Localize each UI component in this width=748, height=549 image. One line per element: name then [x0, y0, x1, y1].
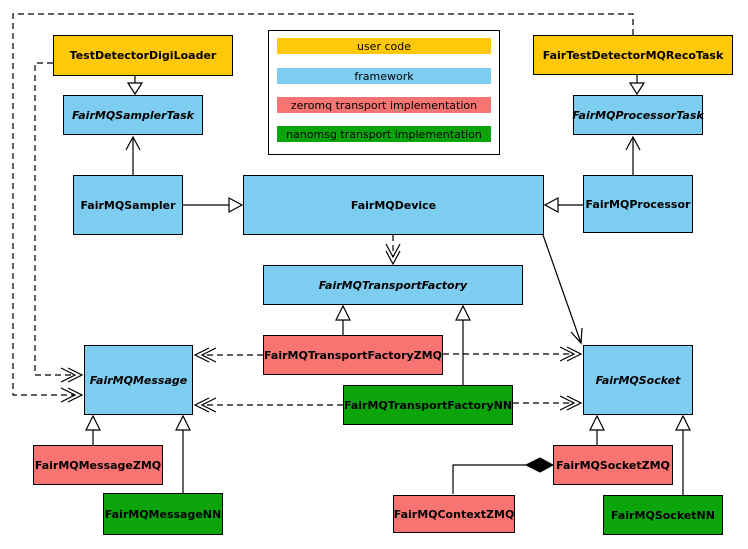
node-fairmqsocketzmq: FairMQSocketZMQ — [553, 445, 673, 485]
edge-factoryzmq-socket — [443, 346, 583, 362]
edge-messagezmq-message — [85, 414, 101, 445]
node-fairmqmessagenn: FairMQMessageNN — [103, 493, 223, 535]
edge-sampler-samplertask — [125, 135, 141, 175]
node-fairmqprocessortask: FairMQProcessorTask — [572, 95, 704, 135]
legend-label: zeromq transport implementation — [290, 98, 478, 112]
edge-factoryzmq-message — [193, 347, 263, 363]
node-fairmqsamplertask: FairMQSamplerTask — [63, 95, 203, 135]
legend-item-user-code: user code — [277, 38, 491, 54]
edge-socketzmq-socket — [589, 414, 605, 445]
edge-factorynn-factory — [455, 304, 471, 385]
legend-label: nanomsg transport implementation — [286, 127, 482, 141]
edge-device-socket — [542, 234, 583, 345]
edge-device-transportfactory — [385, 235, 401, 266]
node-fairmqtransportfactoryzmq: FairMQTransportFactoryZMQ — [263, 335, 443, 375]
node-fairmqsampler: FairMQSampler — [73, 175, 183, 235]
node-fairtestdetectormqrecotask: FairTestDetectorMQRecoTask — [533, 35, 733, 75]
node-fairmqprocessor: FairMQProcessor — [583, 175, 693, 233]
node-fairmqtransportfactorynn: FairMQTransportFactoryNN — [343, 385, 513, 425]
edge-factorynn-socket — [513, 395, 583, 411]
node-fairmqdevice: FairMQDevice — [243, 175, 544, 235]
node-fairmqsocket: FairMQSocket — [583, 345, 693, 415]
edge-socketnn-socket — [675, 414, 691, 495]
edge-digiloader-message — [34, 62, 84, 383]
node-fairmqsocketnn: FairMQSocketNN — [603, 495, 723, 535]
edge-processor-device — [543, 196, 583, 214]
edge-processor-processortask — [625, 135, 641, 175]
edge-contextzmq-socketzmq — [452, 457, 555, 494]
edge-recotask-message — [12, 13, 634, 403]
node-fairmqmessagezmq: FairMQMessageZMQ — [33, 445, 163, 485]
edge-messagenn-message — [175, 414, 191, 493]
legend-item-nanomsg: nanomsg transport implementation — [277, 126, 491, 142]
edge-factorynn-message — [193, 397, 343, 413]
edge-factoryzmq-factory — [335, 304, 351, 335]
legend-item-zeromq: zeromq transport implementation — [277, 97, 491, 113]
node-testdetectordigiloader: TestDetectorDigiLoader — [53, 35, 233, 76]
node-fairmqtransportfactory: FairMQTransportFactory — [263, 265, 523, 305]
legend-label: framework — [354, 69, 414, 83]
legend-label: user code — [356, 39, 412, 53]
node-fairmqmessage: FairMQMessage — [84, 345, 193, 415]
edge-recotask-processortask — [628, 75, 646, 96]
edge-digiloader-samplertask — [126, 76, 144, 96]
edge-sampler-device — [183, 196, 244, 214]
legend-item-framework: framework — [277, 68, 491, 84]
node-fairmqcontextzmq: FairMQContextZMQ — [393, 495, 515, 533]
legend: user code framework zeromq transport imp… — [268, 30, 500, 155]
